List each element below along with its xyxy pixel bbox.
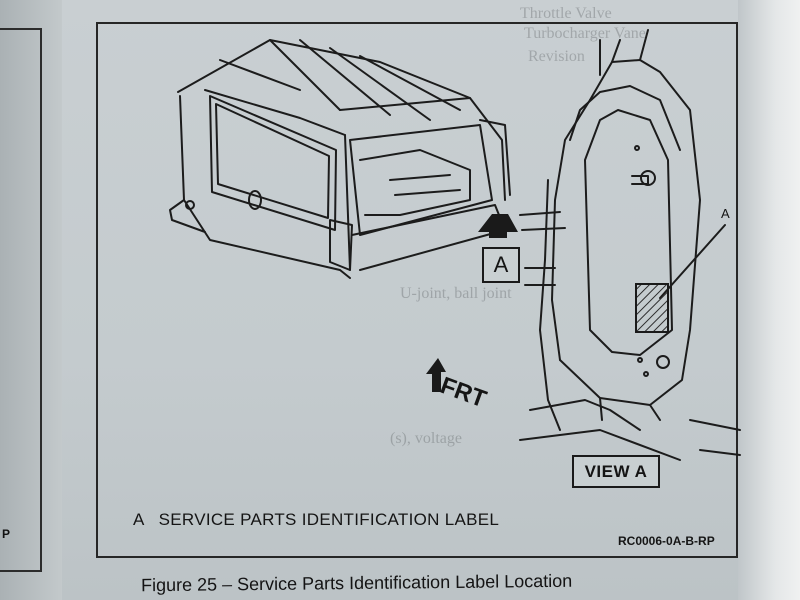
view-a-label: VIEW A <box>572 455 660 488</box>
view-marker-box: A <box>482 247 520 283</box>
legend-caption: A SERVICE PARTS IDENTIFICATION LABEL <box>133 510 499 530</box>
vehicle-rear-illustration <box>169 39 511 279</box>
reference-code: RC0006-0A-B-RP <box>618 534 715 548</box>
callout-leader-line <box>659 224 726 299</box>
legend-letter: A <box>133 510 145 529</box>
adjacent-page-frame <box>0 28 42 572</box>
page-edge-right <box>738 0 800 600</box>
view-a-arrow <box>478 214 518 238</box>
legend-text: SERVICE PARTS IDENTIFICATION LABEL <box>158 510 500 529</box>
pillar-view-a-illustration <box>519 29 741 461</box>
callout-letter: A <box>721 206 730 221</box>
figure-frame <box>96 22 738 558</box>
identification-label-marker <box>635 283 669 333</box>
adjacent-page-tag: P <box>2 527 11 541</box>
front-direction-arrow <box>426 358 446 392</box>
adjacent-page-left: P <box>0 0 62 600</box>
